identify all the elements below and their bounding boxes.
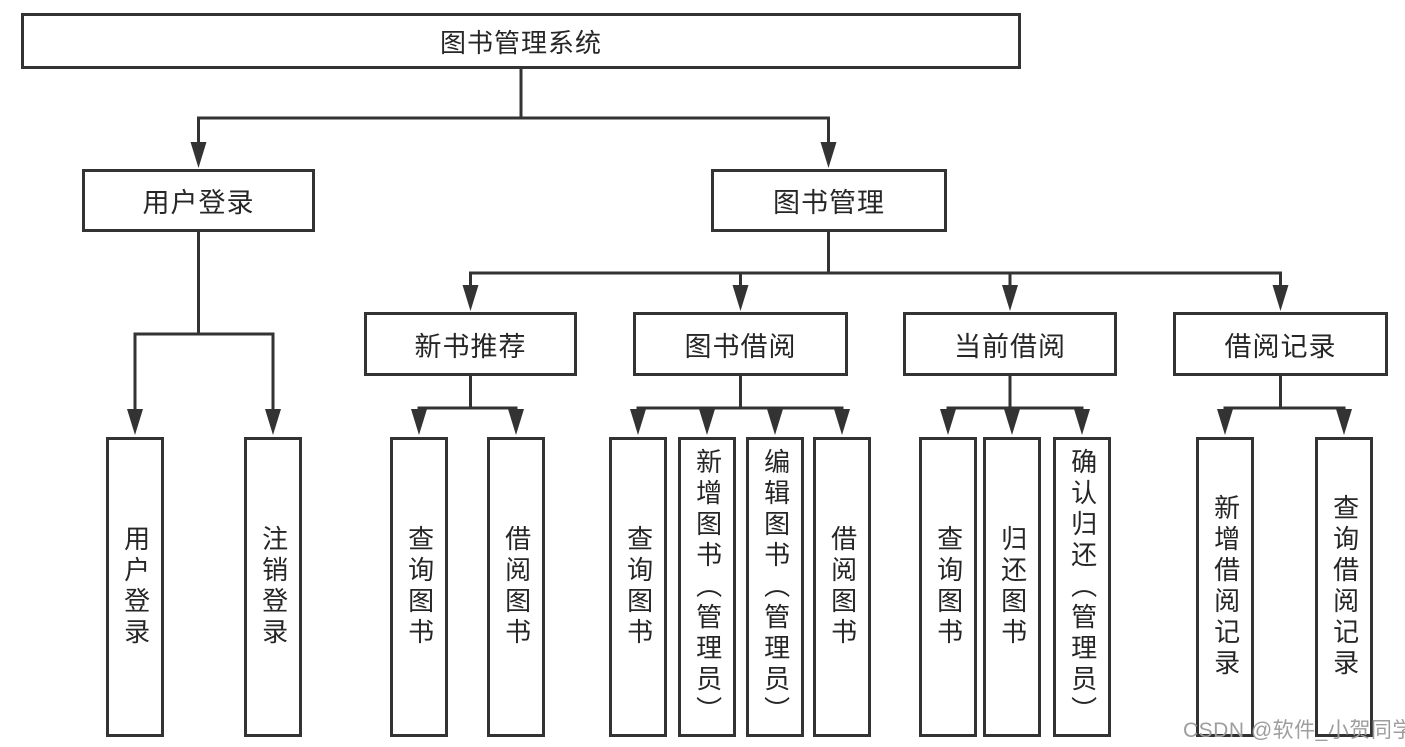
node-label: 图书管理 [773, 188, 885, 218]
arrowheads [127, 142, 1352, 435]
leaf-label: 借阅图书 [827, 525, 858, 649]
leaf-return-books: 归还图书 [983, 437, 1041, 737]
leaf-borrow-books-recommend: 借阅图书 [487, 437, 545, 737]
leaf-query-books-current: 查询图书 [919, 437, 977, 737]
leaf-add-borrow-record: 新增借阅记录 [1196, 437, 1254, 737]
leaf-edit-book-admin: 编辑图书（管理员） [746, 437, 804, 737]
leaf-label: 归还图书 [997, 525, 1028, 649]
leaf-user-login: 用户登录 [106, 437, 164, 737]
node-label: 图书管理系统 [439, 27, 602, 58]
node-book-management-branch: 图书管理 [711, 169, 947, 232]
node-user-login-branch: 用户登录 [82, 169, 315, 232]
leaf-label: 注销登录 [258, 525, 289, 649]
leaf-add-book-admin: 新增图书（管理员） [678, 437, 736, 737]
node-new-book-recommendation: 新书推荐 [364, 312, 577, 376]
node-book-borrowing: 图书借阅 [633, 312, 848, 376]
node-library-system: 图书管理系统 [21, 13, 1021, 69]
leaf-label: 查询图书 [623, 525, 654, 649]
leaf-label: 确认归还（管理员） [1067, 447, 1098, 727]
leaf-label: 查询借阅记录 [1329, 494, 1360, 680]
leaf-borrow-books: 借阅图书 [813, 437, 871, 737]
node-label: 借阅记录 [1224, 331, 1337, 362]
node-label: 用户登录 [142, 188, 255, 218]
csdn-watermark: CSDN @软件_小贺同学 [1183, 719, 1405, 742]
node-borrowing-records: 借阅记录 [1173, 312, 1388, 376]
node-label: 当前借阅 [954, 331, 1066, 362]
leaf-logout: 注销登录 [244, 437, 302, 737]
node-label: 图书借阅 [684, 331, 797, 362]
leaf-query-borrow-record: 查询借阅记录 [1315, 437, 1373, 737]
leaf-query-books-recommend: 查询图书 [390, 437, 448, 737]
leaf-confirm-return-admin: 确认归还（管理员） [1053, 437, 1111, 737]
node-current-borrowing: 当前借阅 [903, 312, 1117, 376]
leaf-query-books-borrow: 查询图书 [609, 437, 667, 737]
leaf-label: 编辑图书（管理员） [760, 447, 791, 727]
node-label: 新书推荐 [414, 331, 527, 362]
leaf-label: 借阅图书 [501, 525, 532, 649]
leaf-label: 新增图书（管理员） [692, 447, 723, 727]
leaf-label: 新增借阅记录 [1210, 494, 1241, 680]
leaf-label: 查询图书 [933, 525, 964, 649]
leaf-label: 用户登录 [120, 525, 151, 649]
leaf-label: 查询图书 [404, 525, 435, 649]
